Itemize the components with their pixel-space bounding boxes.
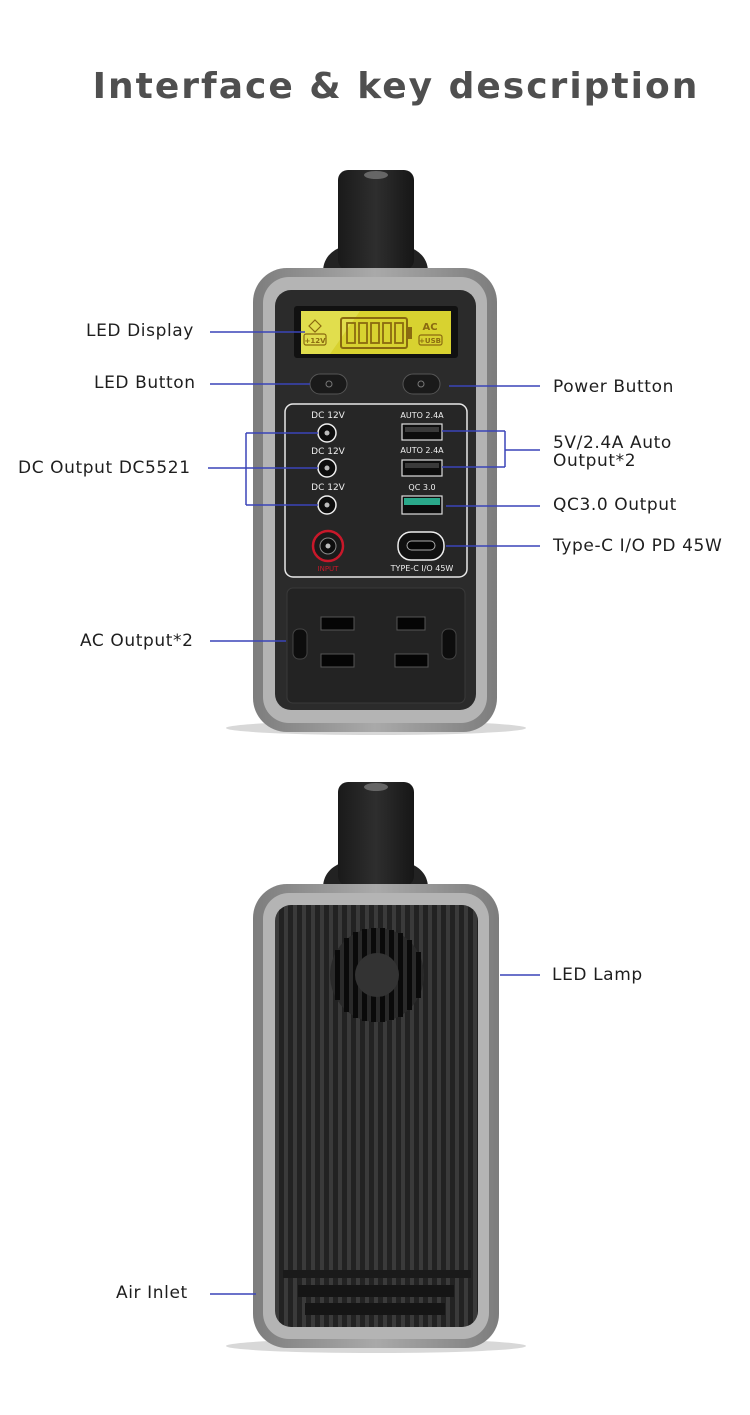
label-typec: Type-C I/O PD 45W	[553, 536, 723, 556]
label-dc-output: DC Output DC5521	[18, 458, 191, 478]
power-button[interactable]	[402, 373, 441, 395]
label-usb-auto-line2: Output*2	[553, 451, 637, 471]
fan-grille	[330, 928, 424, 1022]
label-led-display: LED Display	[86, 321, 194, 341]
label-power-button: Power Button	[553, 377, 674, 397]
air-inlet-slots	[283, 1270, 471, 1315]
label-ac-output: AC Output*2	[80, 631, 194, 651]
page-title: Interface & key description	[92, 66, 700, 107]
dc-ports	[317, 423, 337, 515]
lcd-left-badge: +12V	[304, 337, 326, 345]
dc-port-3-label: DC 12V	[311, 483, 346, 493]
lcd-lightning-icon	[308, 319, 322, 333]
front-device: +12V AC +USB DC 12V DC 12V DC 12V AUTO 2…	[226, 170, 526, 735]
label-led-lamp: LED Lamp	[552, 965, 643, 985]
usb-port-1-label: AUTO 2.4A	[400, 411, 444, 420]
dc-port-2-label: DC 12V	[311, 447, 346, 457]
back-device	[226, 782, 526, 1353]
label-usb-auto-line1: 5V/2.4A Auto	[553, 433, 672, 453]
led-button[interactable]	[309, 373, 348, 395]
input-port-label: INPUT	[318, 565, 340, 573]
usb-port-2-label: AUTO 2.4A	[400, 446, 444, 455]
back-panel	[275, 905, 478, 1327]
qc-port-label: QC 3.0	[408, 483, 435, 492]
ac-sockets	[320, 616, 429, 668]
ac-socket-slot[interactable]	[394, 653, 429, 668]
typec-port-label: TYPE-C I/O 45W	[390, 564, 454, 573]
ac-socket-slot[interactable]	[396, 616, 426, 631]
leader-lines	[208, 331, 540, 1295]
handle-strap	[338, 170, 414, 270]
ac-socket-slot[interactable]	[320, 653, 355, 668]
handle-strap-back	[338, 782, 414, 886]
ac-socket-slot[interactable]	[320, 616, 355, 631]
label-led-button: LED Button	[94, 373, 196, 393]
label-qc-output: QC3.0 Output	[553, 495, 677, 515]
dc-port-1-label: DC 12V	[311, 411, 346, 421]
ac-outlet-panel	[286, 587, 466, 704]
lcd-right-badge: +USB	[419, 337, 441, 345]
lcd-ac-text: AC	[422, 322, 437, 333]
label-air-inlet: Air Inlet	[116, 1283, 188, 1303]
